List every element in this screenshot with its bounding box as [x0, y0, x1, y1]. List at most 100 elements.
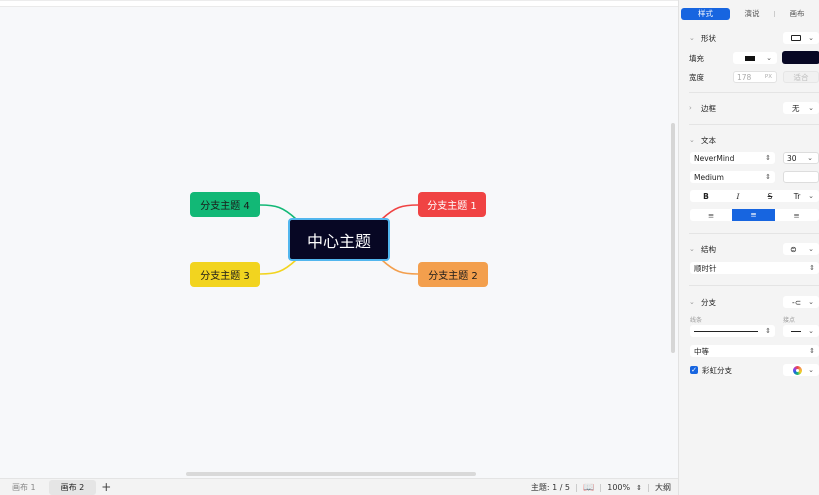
zoom-stepper-icon[interactable]: ⇕ — [636, 483, 642, 492]
fill-color-swatch[interactable] — [782, 51, 819, 64]
branch-thickness-value: 中等 — [694, 346, 709, 356]
chevron-down-icon: ⌄ — [808, 327, 814, 335]
branch-topic-label: 分支主题 3 — [200, 271, 250, 282]
structure-direction-select[interactable]: 顺时针 ⇕ — [690, 262, 819, 274]
tab-style[interactable]: 样式 — [681, 8, 730, 20]
strikethrough-button[interactable]: S — [767, 191, 773, 201]
branch-topic-3[interactable]: 分支主题 3 — [190, 262, 260, 287]
font-size-select[interactable]: 30 ⌄ — [783, 152, 819, 164]
width-row: 宽度 — [679, 71, 819, 83]
structure-layout-select[interactable]: ⊜ ⌄ — [783, 243, 819, 255]
tab-pitch[interactable]: 演说 — [744, 9, 760, 18]
chevron-down-icon: ⌄ — [689, 136, 695, 144]
chevron-down-icon: ⌄ — [689, 34, 695, 42]
branch-topic-2[interactable]: 分支主题 2 — [418, 262, 488, 287]
bottom-bar: 画布 1 画布 2 + 主题: 1 / 5 📖 100% ⇕ 大纲 — [0, 478, 678, 495]
central-topic[interactable]: 中心主题 — [288, 218, 390, 261]
fit-button[interactable]: 适合 — [783, 71, 819, 83]
font-family-value: NeverMind — [694, 153, 735, 163]
branch-thickness-select[interactable]: 中等 ⇕ — [690, 345, 819, 357]
align-left-button[interactable]: ≡ — [707, 210, 715, 220]
section-branch-header[interactable]: ⌄ 分支 — [679, 296, 819, 308]
chevron-down-icon: ⌄ — [689, 245, 695, 253]
tab-canvas[interactable]: 画布 — [789, 9, 805, 18]
status-area: 主题: 1 / 5 📖 100% ⇕ 大纲 — [531, 479, 671, 495]
branch-connector-icon: -⊂ — [792, 297, 801, 307]
divider — [576, 483, 578, 492]
mindmap-canvas[interactable]: 中心主题 分支主题 1 分支主题 2 分支主题 3 分支主题 4 — [0, 0, 678, 478]
chevron-down-icon: ⌄ — [807, 154, 813, 162]
align-right-button[interactable]: ≡ — [793, 210, 800, 220]
text-case-button[interactable]: Tr — [793, 191, 801, 201]
width-label: 宽度 — [689, 72, 704, 82]
joint-line-icon — [791, 330, 801, 332]
fill-swatch-icon — [745, 55, 755, 61]
joint-style-select[interactable]: ⌄ — [783, 325, 819, 337]
font-size-value: 30 — [787, 153, 797, 163]
border-select[interactable]: 无 ⌄ — [783, 102, 819, 114]
chevron-down-icon: ⌄ — [689, 298, 695, 306]
divider — [774, 11, 775, 17]
chevron-down-icon[interactable]: ⌄ — [808, 192, 814, 200]
panel-tabs: 样式 演说 画布 — [679, 8, 819, 20]
line-label: 线条 — [690, 316, 703, 324]
central-topic-label: 中心主题 — [306, 231, 371, 251]
outline-button[interactable]: 大纲 — [655, 483, 671, 492]
add-sheet-button[interactable]: + — [101, 480, 112, 494]
fit-label: 适合 — [793, 72, 809, 82]
rainbow-branch-checkbox[interactable]: ✓ — [690, 366, 698, 374]
chevron-down-icon: ⌄ — [808, 366, 814, 374]
branch-topic-4[interactable]: 分支主题 4 — [190, 192, 260, 217]
section-title: 形状 — [701, 33, 716, 43]
bold-button[interactable]: B — [703, 191, 709, 201]
divider — [648, 483, 649, 492]
fill-row: 填充 — [679, 52, 819, 64]
branch-connectors — [259, 204, 419, 275]
format-panel: 样式 演说 画布 ⌄ 形状 ⌄ 填充 ⌄ 宽度 178 PX 适合 › 边框 无… — [678, 0, 819, 495]
structure-direction-value: 顺时针 — [694, 263, 717, 273]
divider — [689, 92, 819, 93]
branch-sub-labels: 线条 接点 — [679, 315, 819, 324]
align-center-button[interactable]: ≡ — [732, 209, 775, 221]
chevron-down-icon: ⌄ — [766, 54, 772, 62]
fill-style-select[interactable]: ⌄ — [733, 52, 777, 64]
updown-icon: ⇕ — [765, 154, 771, 162]
book-icon[interactable]: 📖 — [583, 482, 595, 493]
color-wheel-icon — [793, 365, 802, 375]
section-structure-header[interactable]: ⌄ 结构 — [679, 243, 819, 255]
section-border-header[interactable]: › 边框 — [679, 102, 819, 114]
section-text-header[interactable]: ⌄ 文本 — [679, 134, 819, 146]
rainbow-palette-select[interactable]: ⌄ — [783, 364, 819, 376]
width-unit: PX — [764, 74, 772, 80]
font-family-select[interactable]: NeverMind ⇕ — [690, 152, 775, 164]
text-format-group: B I S Tr ⌄ — [690, 190, 819, 202]
italic-button[interactable]: I — [736, 191, 740, 201]
topic-count: 主题: 1 / 5 — [530, 483, 571, 492]
mindmap-structure-icon: ⊜ — [790, 244, 797, 254]
canvas-top-strip — [0, 1, 678, 7]
sheet-tab-2[interactable]: 画布 2 — [48, 479, 97, 495]
updown-icon: ⇕ — [765, 327, 771, 335]
divider — [689, 233, 819, 234]
horizontal-scrollbar[interactable] — [186, 472, 476, 476]
chevron-down-icon: ⌄ — [808, 34, 814, 42]
divider — [689, 285, 819, 286]
shape-select[interactable]: ⌄ — [783, 32, 819, 44]
line-style-select[interactable]: ⇕ — [690, 325, 775, 337]
chevron-down-icon: ⌄ — [808, 245, 814, 253]
branch-topic-1[interactable]: 分支主题 1 — [418, 192, 486, 217]
divider — [689, 124, 819, 125]
text-align-group: ≡ ≡ ≡ — [690, 209, 819, 221]
branch-style-select[interactable]: -⊂ ⌄ — [783, 296, 819, 308]
vertical-scrollbar[interactable] — [671, 123, 675, 353]
section-title: 文本 — [701, 135, 716, 145]
zoom-level[interactable]: 100% — [607, 483, 631, 492]
width-input[interactable]: 178 PX — [733, 71, 777, 83]
width-value: 178 — [737, 72, 752, 82]
font-weight-value: Medium — [694, 172, 724, 182]
font-weight-select[interactable]: Medium ⇕ — [690, 171, 775, 183]
text-color-swatch[interactable] — [783, 171, 819, 183]
section-shape-header[interactable]: ⌄ 形状 — [679, 32, 819, 44]
sheet-tab-1[interactable]: 画布 1 — [12, 482, 36, 492]
rectangle-shape-icon — [791, 35, 801, 41]
